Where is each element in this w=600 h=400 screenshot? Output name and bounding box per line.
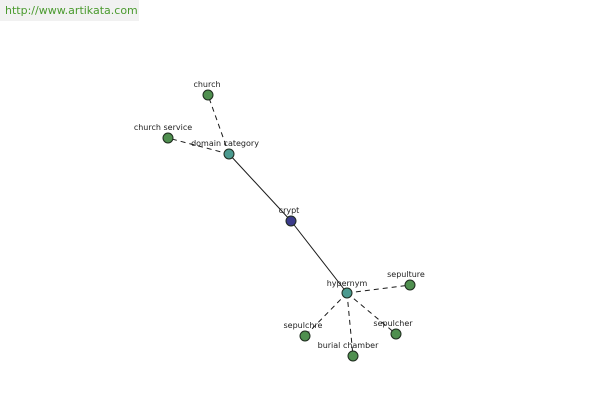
- edge-hypernym-sepulcher: [346, 292, 397, 335]
- label-domain-category: domain category: [191, 139, 259, 148]
- edge-crypt-domain-category: [228, 153, 292, 222]
- label-church-service: church service: [134, 123, 192, 132]
- node-church-service[interactable]: [162, 132, 174, 144]
- node-burial-chamber[interactable]: [347, 350, 359, 362]
- label-burial-chamber: burial chamber: [318, 341, 379, 350]
- node-sepulture[interactable]: [404, 279, 416, 291]
- edge-domain-category-church-service: [167, 137, 230, 155]
- node-crypt[interactable]: [285, 215, 297, 227]
- edge-hypernym-sepulchre: [304, 292, 348, 337]
- node-sepulcher[interactable]: [390, 328, 402, 340]
- label-sepulture: sepulture: [387, 270, 425, 279]
- node-sepulchre[interactable]: [299, 330, 311, 342]
- node-domain-category[interactable]: [223, 148, 235, 160]
- edge-hypernym-sepulture: [346, 284, 411, 294]
- url-banner[interactable]: http://www.artikata.com: [0, 0, 139, 21]
- edge-domain-category-church: [207, 94, 230, 155]
- label-crypt: crypt: [279, 206, 300, 215]
- label-sepulcher: sepulcher: [373, 319, 413, 328]
- edge-hypernym-burial-chamber: [346, 292, 354, 357]
- edge-crypt-hypernym: [290, 220, 348, 294]
- node-church[interactable]: [202, 89, 214, 101]
- label-church: church: [193, 80, 220, 89]
- node-hypernym[interactable]: [341, 287, 353, 299]
- label-sepulchre: sepulchre: [284, 321, 323, 330]
- label-hypernym: hypernym: [327, 279, 368, 288]
